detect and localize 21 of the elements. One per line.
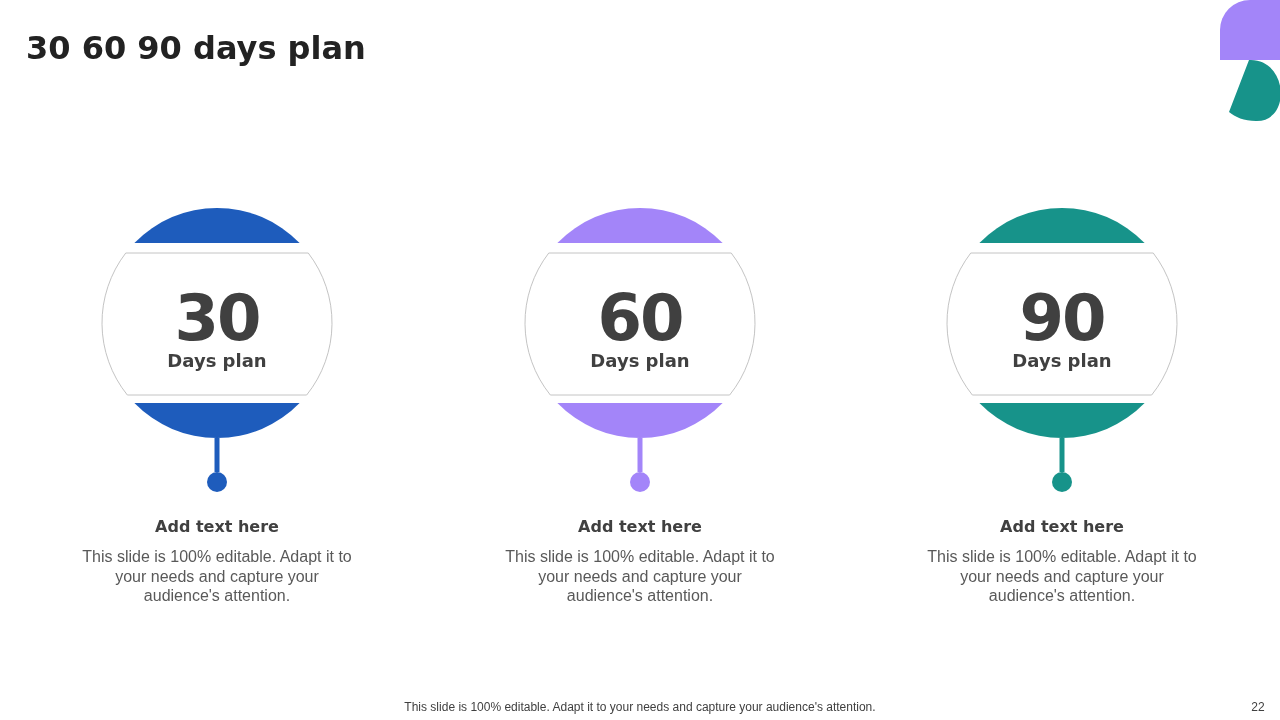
pin-dot [630,472,650,492]
pin-dot [1052,472,1072,492]
connector-line [214,438,220,472]
day-number: 30 [174,286,260,350]
column-heading: Add text here [578,517,702,537]
badge-caption: Days plan [167,352,267,370]
connector-line [1059,438,1065,472]
connector-line [637,438,643,472]
body-text: This slide is 100% editable. Adapt it to your needs and capture your audience's attention. [81,547,353,606]
footer-note: This slide is 100% editable. Adapt it to your needs and capture your audience's attention. [404,700,876,715]
column-heading: Add text here [1000,517,1124,537]
badge-caption: Days plan [1012,352,1112,370]
pin-dot [207,472,227,492]
badge-caption: Days plan [590,352,690,370]
body-text: This slide is 100% editable. Adapt it to your needs and capture your audience's attention. [926,547,1198,606]
page-number: 22 [1251,700,1265,715]
slide-title: 30 60 90 days plan [26,30,366,67]
day-number: 60 [597,286,683,350]
day-number: 90 [1019,286,1105,350]
column-heading: Add text here [155,517,279,537]
body-text: This slide is 100% editable. Adapt it to your needs and capture your audience's attention. [504,547,776,606]
